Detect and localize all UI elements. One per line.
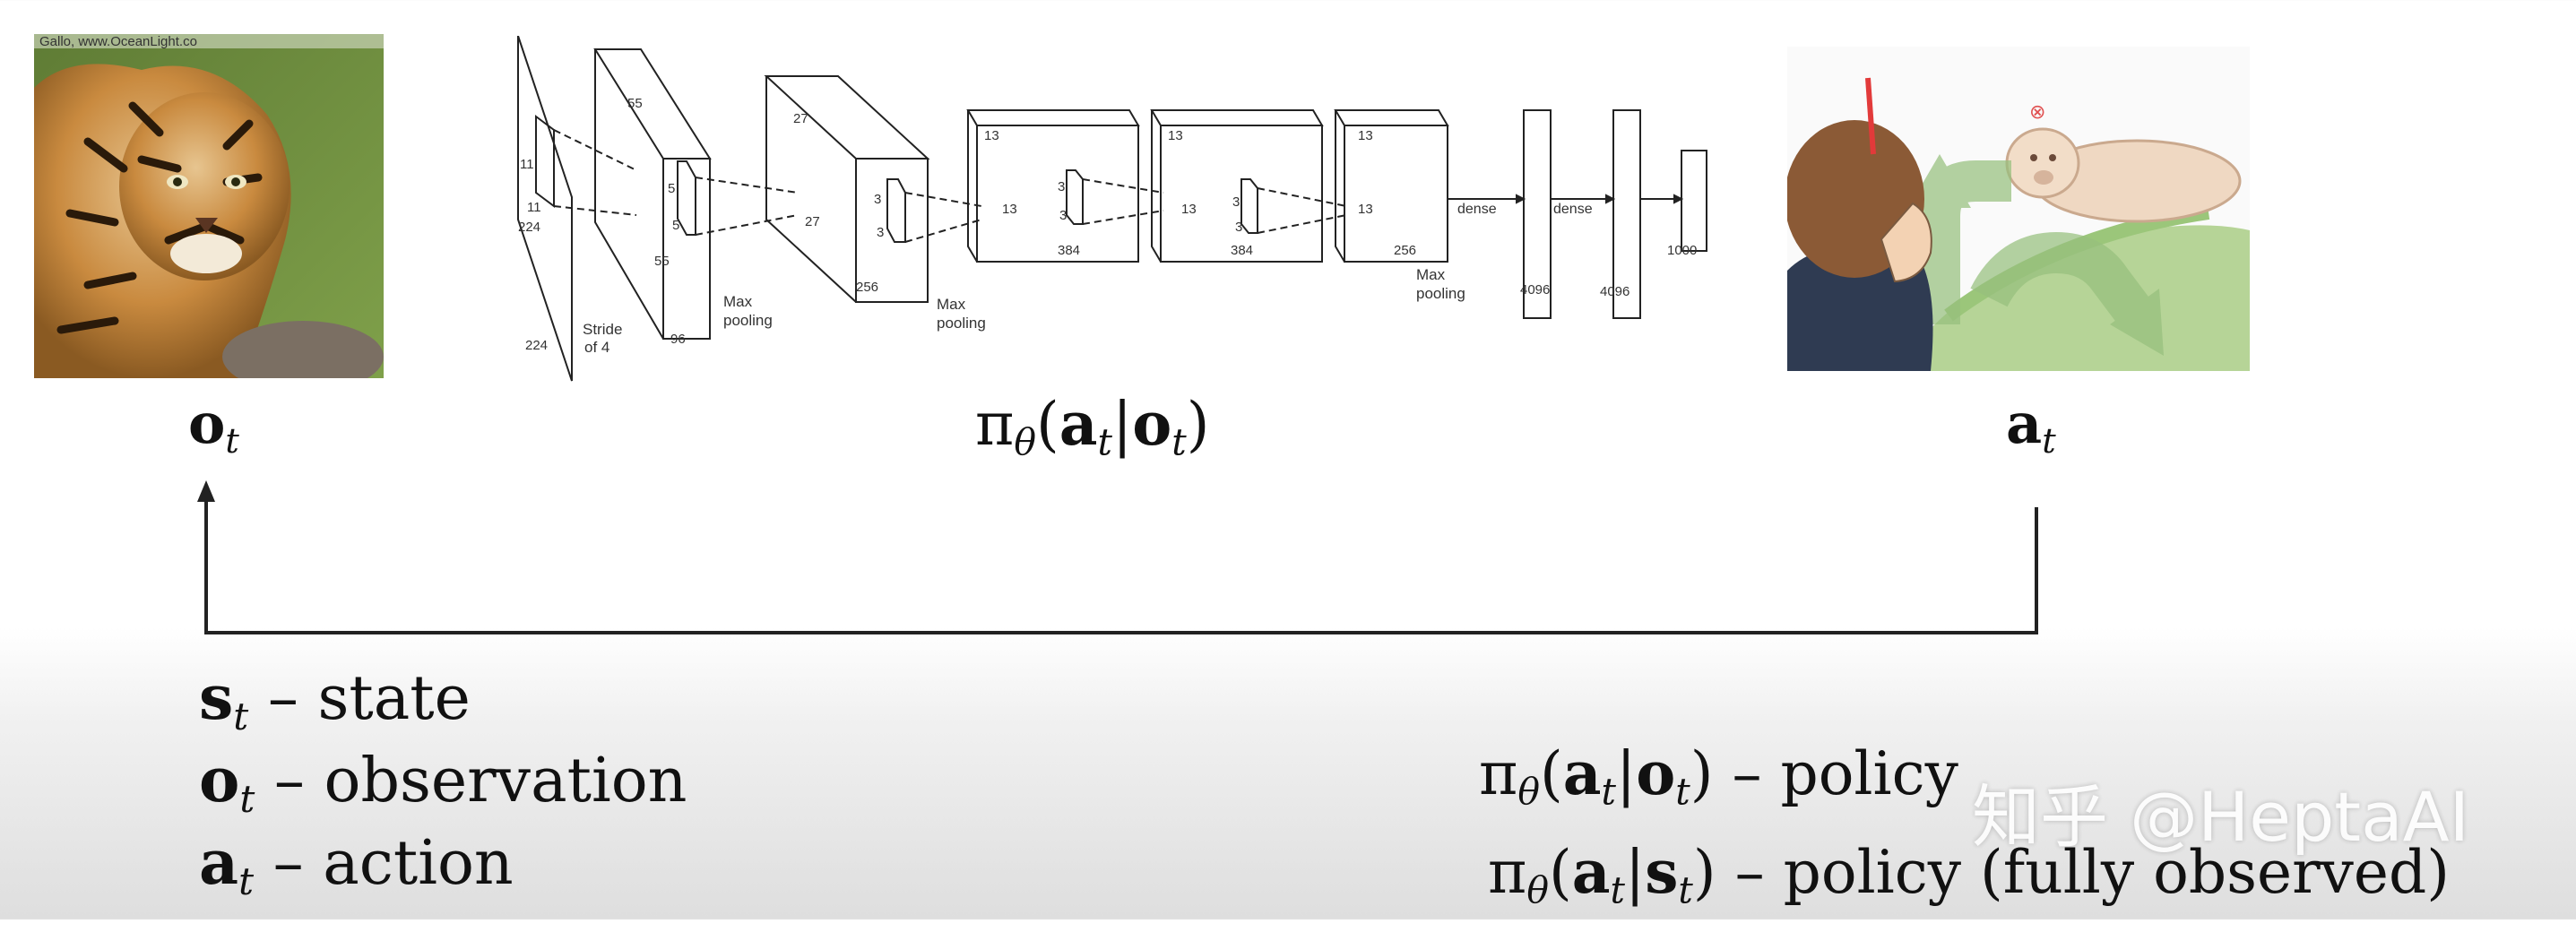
label-input-h: 224 bbox=[518, 220, 540, 235]
label-dense1: dense bbox=[1457, 202, 1497, 217]
label-conv2-depth: 256 bbox=[856, 280, 878, 295]
label-conv4-depth: 384 bbox=[1231, 243, 1253, 258]
legend-state: st – state bbox=[199, 662, 471, 738]
conv1-block bbox=[593, 48, 799, 340]
label-conv4-side: 13 bbox=[1181, 202, 1197, 217]
label-conv1-depth: 96 bbox=[670, 332, 686, 347]
label-pool2a: Max bbox=[937, 296, 966, 313]
label-k5b: 3 bbox=[1235, 220, 1242, 235]
label-input-bottom: 224 bbox=[525, 338, 548, 353]
legend-left: st – state ot – observation at – action bbox=[199, 668, 687, 915]
legend-policy: πθ(at|ot) – policy bbox=[1479, 738, 1958, 814]
label-conv4-top: 13 bbox=[1168, 128, 1183, 143]
conv5-block bbox=[1334, 109, 1449, 263]
label-pool1b: pooling bbox=[723, 312, 773, 329]
label-conv5-depth: 256 bbox=[1394, 243, 1416, 258]
label-k2a: 5 bbox=[668, 181, 675, 196]
label-k5a: 3 bbox=[1232, 194, 1240, 210]
label-conv5-top: 13 bbox=[1358, 128, 1373, 143]
label-conv2-top: 27 bbox=[793, 111, 808, 126]
dense-layers bbox=[1448, 109, 1707, 319]
label-pool3b: pooling bbox=[1416, 285, 1465, 302]
observation-label: ot bbox=[188, 391, 239, 462]
label-conv3-side: 13 bbox=[1002, 202, 1017, 217]
label-conv3-top: 13 bbox=[984, 128, 999, 143]
label-k4a: 3 bbox=[1058, 179, 1065, 194]
conv2-block bbox=[764, 75, 982, 303]
label-stride: Stride bbox=[583, 321, 622, 338]
observation-image: Gallo, www.OceanLight.co bbox=[34, 34, 384, 393]
label-conv2-side: 27 bbox=[805, 214, 820, 229]
label-dense2: dense bbox=[1553, 202, 1593, 217]
person-shape bbox=[1785, 77, 1933, 371]
legend-policy-fully-observed: πθ(at|st) – policy (fully observed) bbox=[1488, 837, 2450, 912]
label-stride2: of 4 bbox=[584, 339, 609, 356]
label-fc1: 4096 bbox=[1520, 282, 1550, 298]
person-and-lion-illustration: ⊗ bbox=[1785, 47, 2250, 371]
label-pool1a: Max bbox=[723, 293, 753, 310]
label-conv1-top: 55 bbox=[627, 96, 643, 111]
conv4-block bbox=[1150, 109, 1347, 263]
label-k4b: 3 bbox=[1059, 208, 1067, 223]
legend-action: at – action bbox=[199, 827, 514, 903]
photo-watermark: Gallo, www.OceanLight.co bbox=[39, 34, 197, 49]
label-conv3-depth: 384 bbox=[1058, 243, 1080, 258]
tiger-illustration: Gallo, www.OceanLight.co bbox=[34, 34, 384, 393]
label-pool3a: Max bbox=[1416, 266, 1446, 283]
label-input-w: 11 bbox=[520, 157, 534, 172]
label-k3b: 3 bbox=[877, 225, 884, 240]
label-conv5-side: 13 bbox=[1358, 202, 1373, 217]
cnn-architecture-diagram: 11 11 224 224 55 5 5 55 96 Stride of 4 M… bbox=[511, 35, 1712, 394]
label-pool2b: pooling bbox=[937, 315, 986, 332]
site-watermark: 知乎 @HeptaAI bbox=[1972, 777, 2470, 857]
svg-text:⊗: ⊗ bbox=[2029, 101, 2045, 124]
legend-observation: ot – observation bbox=[199, 745, 687, 821]
label-fc3: 1000 bbox=[1667, 243, 1697, 258]
conv3-block bbox=[966, 109, 1164, 263]
action-image: ⊗ bbox=[1785, 47, 2250, 371]
label-k3a: 3 bbox=[874, 192, 881, 207]
label-k2b: 5 bbox=[672, 218, 679, 233]
policy-caption: πθ(at|ot) bbox=[975, 389, 1210, 464]
label-kernel: 11 bbox=[527, 200, 541, 215]
legend-right: πθ(at|ot) – policy πθ(at|st) – policy (f… bbox=[1479, 744, 2450, 932]
label-fc2: 4096 bbox=[1600, 284, 1629, 299]
feedback-loop-arrow bbox=[179, 475, 2062, 645]
label-conv1-side: 55 bbox=[654, 254, 670, 269]
action-label: at bbox=[2006, 391, 2056, 462]
lion-shape: ⊗ bbox=[2005, 101, 2242, 223]
